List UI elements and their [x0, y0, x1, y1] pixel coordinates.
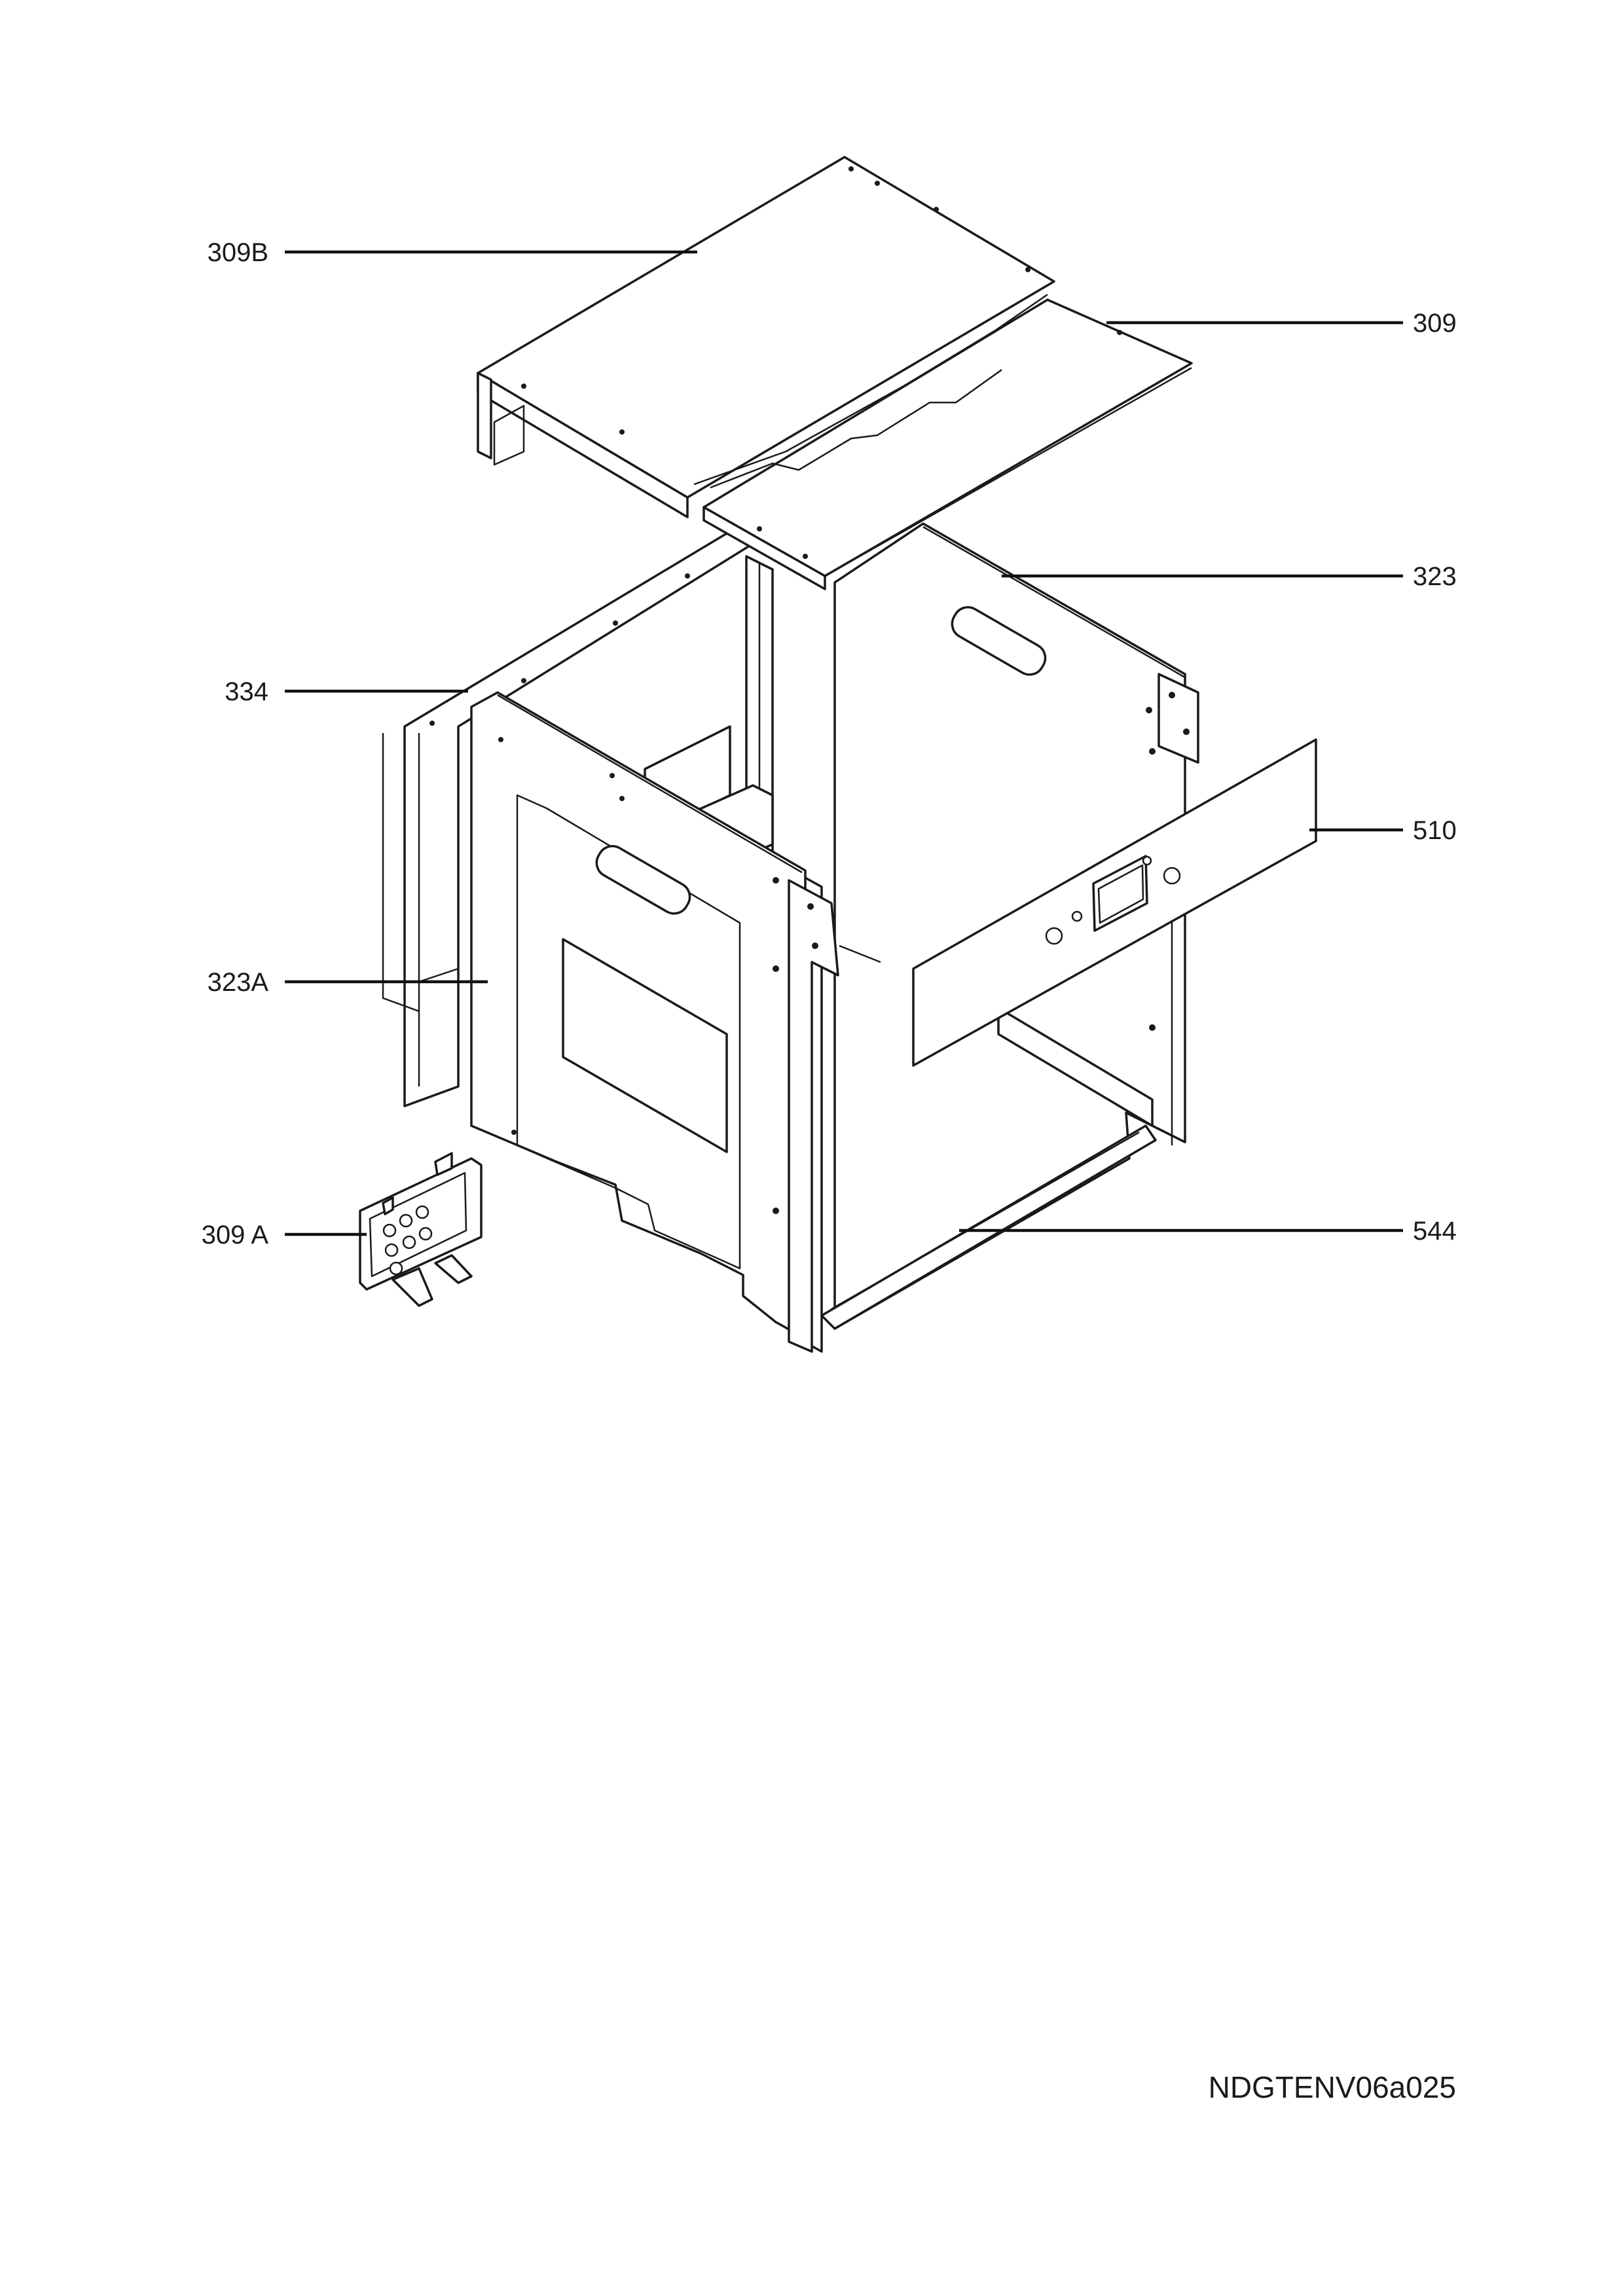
part-323a-side-panel: [470, 691, 881, 1353]
leader-lines: [285, 250, 1403, 1236]
callout-309b: 309B: [208, 238, 268, 267]
part-510-control-panel: [912, 738, 1317, 1067]
callout-309a: 309 A: [202, 1221, 269, 1249]
callout-334: 334: [225, 677, 268, 706]
part-309b-top-rear: [477, 156, 1055, 518]
callout-309: 309: [1413, 309, 1457, 338]
callout-510: 510: [1413, 816, 1457, 845]
callout-323a: 323A: [208, 968, 269, 997]
callout-323: 323: [1413, 562, 1457, 591]
drawing-reference-code: NDGTENV06a025: [1208, 2070, 1456, 2104]
part-309-top-front: [702, 298, 1193, 590]
callout-labels: 309B 309 323 334 510 323A 309 A 544: [202, 238, 1457, 1249]
part-309a-bracket: [359, 1152, 483, 1307]
callout-544: 544: [1413, 1217, 1457, 1246]
